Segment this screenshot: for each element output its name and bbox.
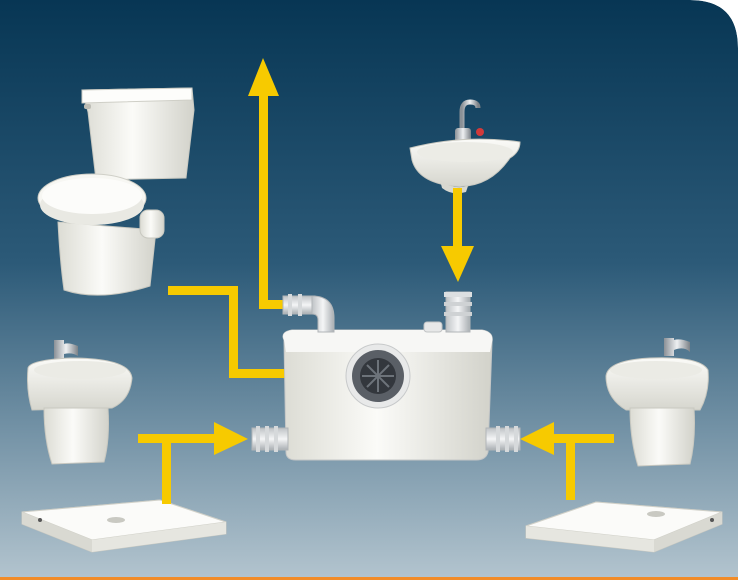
pump-left-inlet bbox=[252, 426, 288, 452]
accent-line bbox=[0, 577, 738, 580]
pump-right-inlet bbox=[486, 426, 520, 452]
pump-top-inlet bbox=[444, 292, 472, 332]
